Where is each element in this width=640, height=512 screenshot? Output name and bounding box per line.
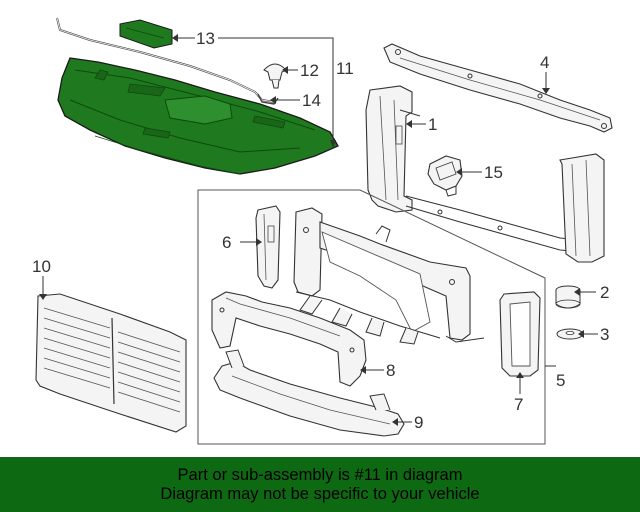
callout-14: 14: [302, 91, 321, 110]
callout-9: 9: [414, 413, 423, 432]
sub-assembly-5-box: [197, 189, 546, 445]
callout-1: 1: [428, 115, 437, 134]
callout-4: 4: [540, 53, 549, 72]
callout-5: 5: [556, 371, 565, 390]
info-banner: Part or sub-assembly is #11 in diagram D…: [0, 457, 640, 512]
callout-2: 2: [600, 283, 609, 302]
callout-7: 7: [514, 395, 523, 414]
callout-13: 13: [196, 29, 215, 48]
callout-6: 6: [222, 233, 231, 252]
part-10-shutter-grille[interactable]: [35, 293, 187, 433]
part-12-push-clip[interactable]: [263, 63, 287, 89]
callout-11: 11: [336, 59, 354, 78]
part-13-seal-pad[interactable]: [119, 19, 173, 49]
part-1-radiator-support[interactable]: [365, 85, 605, 263]
part-4-upper-tie-bar[interactable]: [383, 43, 613, 133]
callout-8: 8: [386, 361, 395, 380]
banner-line-2: Diagram may not be specific to your vehi…: [160, 484, 480, 503]
leader-arrows: [39, 34, 584, 426]
part-6-side-bracket[interactable]: [255, 205, 281, 289]
part-9-air-deflector[interactable]: [213, 349, 405, 437]
part-15-connector[interactable]: [427, 155, 463, 197]
leader-lines: [42, 37, 598, 423]
callout-15: 15: [484, 163, 503, 182]
part-11-upper-cover[interactable]: [57, 57, 339, 175]
part-2-grommet[interactable]: [555, 285, 581, 309]
inner-support-frame: [293, 207, 485, 345]
callout-10: 10: [32, 257, 51, 276]
banner-line-1: Part or sub-assembly is #11 in diagram: [177, 465, 463, 484]
callout-labels: 13 11 12 14 4 1 15 6 10 2 3 8 5 7 9: [32, 29, 609, 432]
part-8-lower-tie-bar[interactable]: [211, 291, 367, 387]
callout-3: 3: [600, 325, 609, 344]
callout-12: 12: [300, 61, 319, 80]
part-7-side-bracket[interactable]: [499, 291, 541, 377]
